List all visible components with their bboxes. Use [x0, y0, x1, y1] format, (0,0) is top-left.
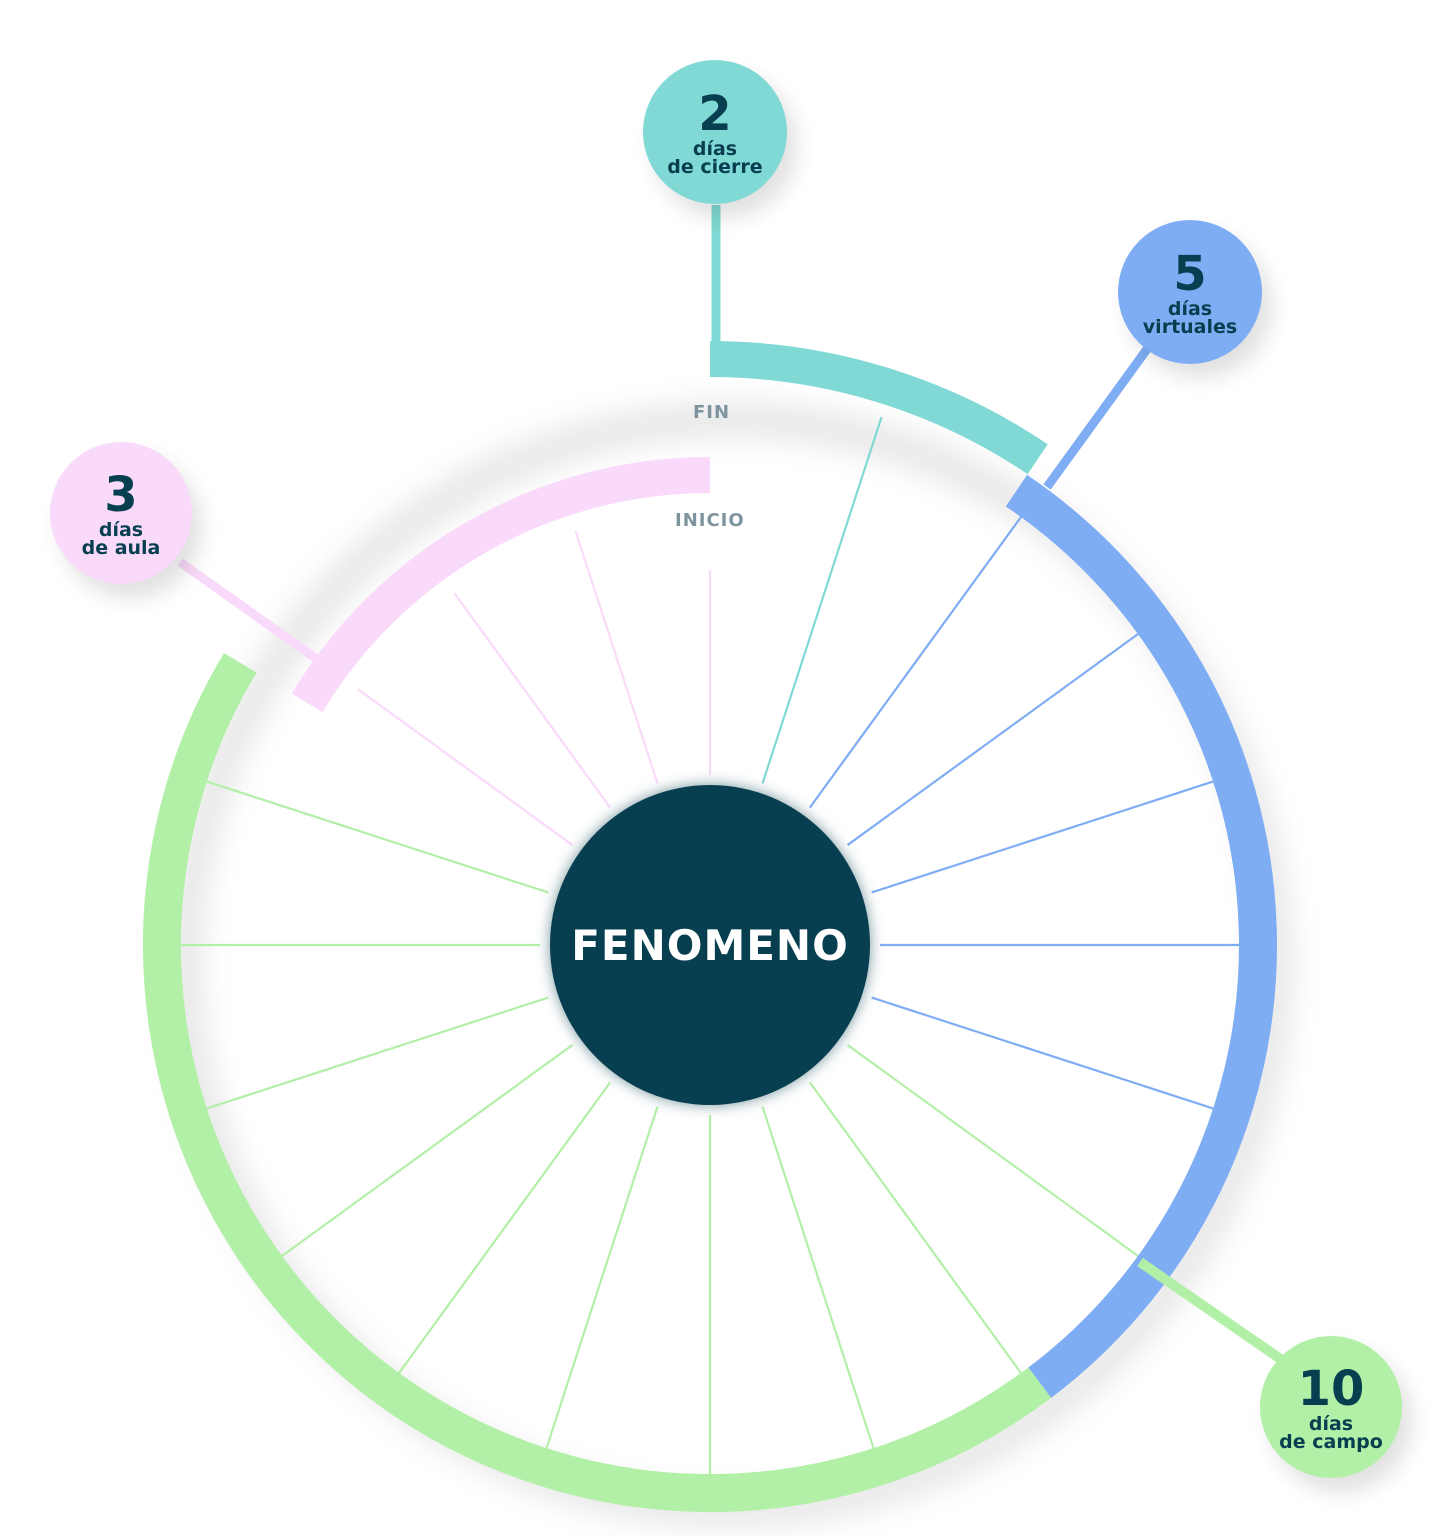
spoke-campo [809, 1081, 1023, 1375]
spoke-campo [280, 1044, 574, 1258]
center-circle: FENOMENO [550, 785, 870, 1105]
spoke-cierre [761, 416, 883, 784]
end-label: FIN [693, 402, 731, 423]
spoke-campo [397, 1081, 611, 1375]
spoke-campo [545, 1106, 659, 1450]
spoke-campo [761, 1106, 875, 1450]
spoke-campo [846, 1044, 1140, 1258]
spokes [180, 416, 1240, 1475]
arc-virtual [1005, 474, 1277, 1398]
arc-aula [291, 457, 711, 713]
start-label: INICIO [675, 510, 745, 531]
badge-aula-number: 3 [104, 467, 138, 523]
badge-cierre-number: 2 [698, 86, 732, 142]
spoke-virtual [846, 632, 1140, 846]
connector-virtual [1043, 342, 1154, 490]
badge-campo-line2: de campo [1279, 1431, 1383, 1453]
connector-aula [177, 558, 321, 664]
badge-virtual-line2: virtuales [1142, 316, 1238, 338]
badge-aula-line2: de aula [81, 537, 161, 559]
spoke-campo [205, 780, 549, 894]
spoke-virtual [871, 996, 1215, 1110]
connector-campo [1137, 1257, 1285, 1365]
arc-campo [143, 652, 1052, 1512]
badge-campo-number: 10 [1297, 1361, 1365, 1417]
center-label: FENOMENO [571, 920, 849, 970]
badge-cierre-line2: de cierre [667, 156, 763, 178]
spoke-aula [453, 592, 611, 809]
connectors [177, 205, 1285, 1365]
badge-campo-line1: días [1308, 1413, 1354, 1435]
spoke-virtual [809, 515, 1023, 809]
arc-cierre [709, 341, 1048, 475]
badge-campo: 10 días de campo [1260, 1336, 1402, 1478]
spoke-aula [574, 530, 659, 784]
badge-virtual: 5 días virtuales [1118, 220, 1262, 364]
spoke-virtual [871, 780, 1215, 894]
badge-cierre-line1: días [692, 138, 738, 160]
badge-virtual-number: 5 [1173, 246, 1207, 302]
badge-cierre: 2 días de cierre [643, 60, 787, 204]
badge-aula-line1: días [98, 519, 144, 541]
spoke-aula [357, 688, 574, 846]
badge-aula: 3 días de aula [50, 442, 192, 584]
spoke-campo [205, 996, 549, 1110]
badge-virtual-line1: días [1167, 298, 1213, 320]
